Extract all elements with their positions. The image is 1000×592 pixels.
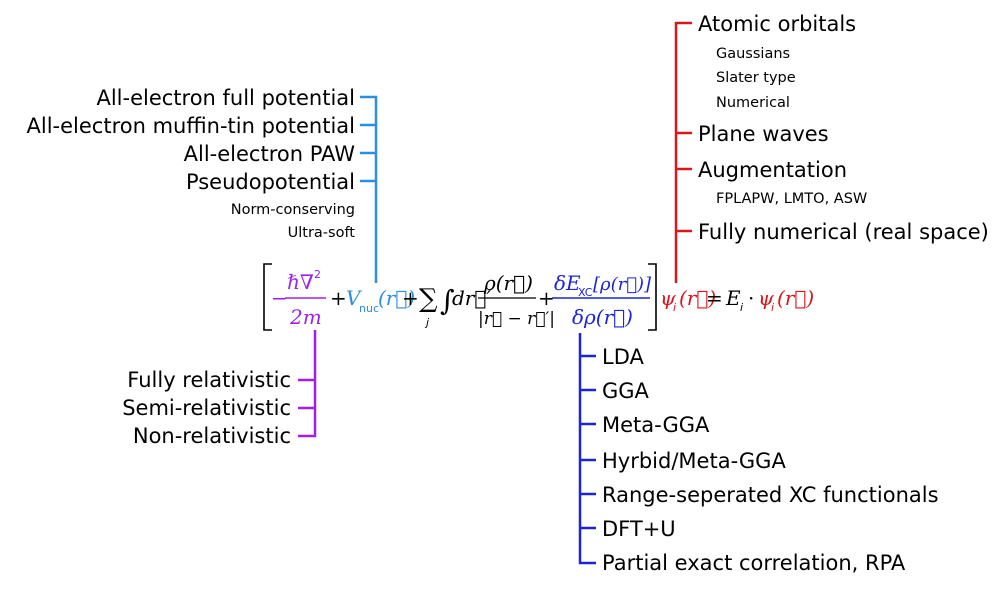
- eq-dexc-sub: XC: [578, 286, 593, 299]
- xc-group: LDA GGA Meta-GGA Hyrbid/Meta-GGA Range-s…: [578, 333, 939, 575]
- kinetic-group: Fully relativistic Semi-relativistic Non…: [122, 330, 317, 448]
- eq-right-bracket: [648, 263, 657, 331]
- eq-dot: ·: [748, 286, 754, 310]
- eq-v: V: [346, 286, 363, 310]
- kinetic-non-relativistic: Non-relativistic: [133, 424, 291, 448]
- basis-sub-slater: Slater type: [716, 70, 796, 86]
- potential-item-muffin-tin: All-electron muffin-tin potential: [27, 114, 356, 138]
- xc-gga: GGA: [602, 379, 650, 403]
- eq-psi-left: ψ: [660, 286, 676, 310]
- potential-item-pseudo: Pseudopotential: [186, 170, 355, 194]
- kohn-sham-equation: − ℏ∇ 2 2m + V nuc (r⃗) + ∑ j ∫ dr⃗′ ρ(r⃗…: [263, 263, 814, 331]
- eq-rho-numerator: ρ(r⃗): [483, 271, 533, 295]
- basis-augmentation-sub: FPLAPW, LMTO, ASW: [716, 191, 867, 207]
- eq-v-arg: (r⃗): [378, 286, 415, 310]
- basis-fully-numerical: Fully numerical (real space): [698, 220, 989, 244]
- basis-sub-numerical: Numerical: [716, 95, 790, 111]
- potential-item-full: All-electron full potential: [96, 86, 355, 110]
- basis-sub-gaussians: Gaussians: [716, 46, 790, 62]
- basis-plane-waves: Plane waves: [698, 122, 829, 146]
- eq-psi-right-arg: (r⃗): [777, 286, 814, 310]
- eq-equals: =: [706, 286, 723, 310]
- basis-atomic-orbitals: Atomic orbitals: [698, 12, 856, 36]
- eq-energy: E: [725, 286, 741, 310]
- potential-item-paw: All-electron PAW: [184, 142, 356, 166]
- eq-sum-index: j: [424, 316, 430, 329]
- potential-sub-ultra-soft: Ultra-soft: [288, 225, 356, 241]
- xc-meta-gga: Meta-GGA: [602, 413, 710, 437]
- eq-integral: ∫: [440, 284, 455, 317]
- kinetic-fully-relativistic: Fully relativistic: [127, 368, 291, 392]
- eq-psi-left-arg: (r⃗): [679, 286, 716, 310]
- eq-dexc-arg: [ρ(r⃗)]: [593, 274, 652, 295]
- eq-psi-right: ψ: [758, 286, 774, 310]
- xc-range-separated: Range-seperated XC functionals: [602, 483, 939, 507]
- eq-kinetic-hbar-nabla: ℏ∇: [287, 270, 314, 294]
- kinetic-semi-relativistic: Semi-relativistic: [122, 396, 291, 420]
- eq-psi-right-sub: i: [771, 301, 774, 314]
- potential-group: All-electron full potential All-electron…: [27, 86, 378, 283]
- xc-lda: LDA: [602, 345, 645, 369]
- potential-sub-norm-conserving: Norm-conserving: [231, 202, 355, 218]
- xc-hybrid-meta-gga: Hyrbid/Meta-GGA: [602, 449, 786, 473]
- kinetic-bracket: [298, 330, 317, 438]
- potential-bracket: [360, 95, 378, 283]
- eq-rho-denominator: |r⃗ − r⃗′|: [478, 309, 555, 329]
- eq-drho: δρ(r⃗): [572, 305, 633, 329]
- eq-left-bracket: [263, 263, 272, 331]
- eq-dexc: δE: [554, 271, 581, 295]
- eq-plus-2: +: [402, 286, 419, 310]
- xc-partial-exact: Partial exact correlation, RPA: [602, 551, 906, 575]
- basis-augmentation: Augmentation: [698, 158, 847, 182]
- xc-dft-u: DFT+U: [602, 517, 676, 541]
- eq-psi-left-sub: i: [673, 301, 676, 314]
- basis-bracket: [674, 21, 692, 283]
- eq-v-nuc-sub: nuc: [359, 302, 379, 315]
- eq-kinetic-2m: 2m: [289, 305, 322, 329]
- eq-kinetic-square: 2: [314, 268, 321, 281]
- eq-sum: ∑: [419, 284, 438, 314]
- basis-group: Atomic orbitals Gaussians Slater type Nu…: [674, 12, 989, 283]
- eq-plus-3: +: [538, 286, 555, 310]
- eq-plus-1: +: [330, 286, 347, 310]
- eq-kinetic-minus: −: [271, 286, 288, 310]
- eq-energy-sub: i: [740, 301, 743, 314]
- xc-bracket: [578, 333, 596, 565]
